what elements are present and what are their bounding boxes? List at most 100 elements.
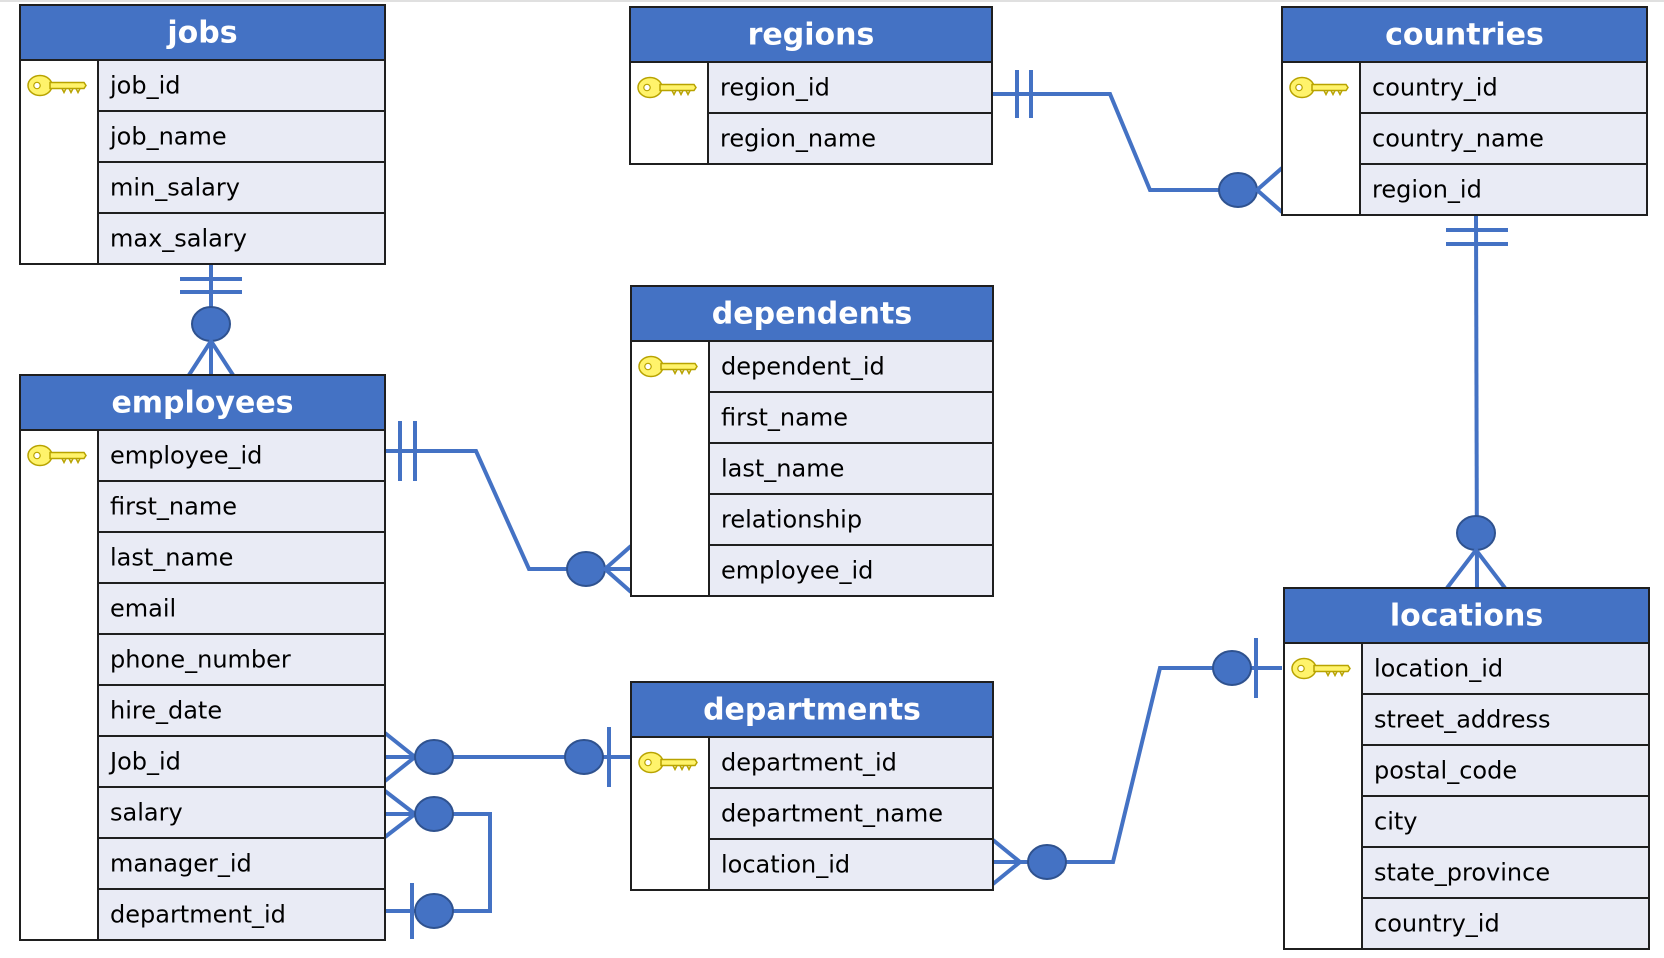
field-row[interactable]: dependent_id: [638, 340, 994, 393]
field-cell: [1361, 642, 1650, 695]
field-name: department_name: [721, 800, 943, 828]
field-row[interactable]: hire_date: [97, 684, 386, 737]
zero-marker: [1212, 650, 1252, 686]
relationship-locations-departments[interactable]: [991, 638, 1282, 886]
table-title: regions: [748, 18, 875, 53]
table-title: dependents: [712, 297, 912, 332]
field-row[interactable]: email: [97, 582, 386, 635]
field-row[interactable]: region_id: [637, 61, 993, 114]
field-row[interactable]: last_name: [97, 531, 386, 584]
zero-marker: [564, 739, 604, 775]
table-regions[interactable]: regions region_id region_name: [629, 6, 993, 165]
relationship-employees-manager[interactable]: [383, 789, 492, 939]
field-name: street_address: [1374, 706, 1550, 734]
field-cell: [708, 391, 994, 444]
field-row[interactable]: department_id: [638, 736, 994, 789]
table-employees[interactable]: employeesemployee_idfirst_namelast_namee…: [19, 374, 386, 941]
field-row[interactable]: first_name: [708, 391, 994, 444]
field-name: department_id: [110, 901, 286, 929]
key-column: [630, 340, 710, 597]
field-row[interactable]: relationship: [708, 493, 994, 546]
field-row[interactable]: postal_code: [1361, 744, 1650, 797]
field-row[interactable]: min_salary: [97, 161, 386, 214]
relationship-jobs-employees[interactable]: [180, 264, 242, 377]
zero-marker: [566, 551, 606, 587]
field-row[interactable]: manager_id: [97, 837, 386, 890]
field-row[interactable]: state_province: [1361, 846, 1650, 899]
field-cell: [708, 493, 994, 546]
field-cell: [1361, 795, 1650, 848]
field-name: state_province: [1374, 859, 1550, 887]
field-row[interactable]: department_id: [97, 888, 386, 941]
field-name: country_name: [1372, 125, 1544, 153]
field-name: job_name: [109, 123, 227, 151]
relationship-employees-dependents[interactable]: [385, 421, 633, 594]
relationship-departments-employees[interactable]: [383, 727, 630, 787]
key-column: [1283, 642, 1363, 950]
zero-marker: [414, 893, 454, 929]
field-name: region_id: [1372, 176, 1482, 204]
field-row[interactable]: country_id: [1289, 61, 1648, 114]
field-cell: [708, 340, 994, 393]
field-name: hire_date: [110, 697, 222, 725]
field-cell: [97, 212, 386, 265]
field-cell: [97, 684, 386, 737]
field-name: region_name: [720, 125, 876, 153]
field-row[interactable]: job_name: [97, 110, 386, 163]
field-row[interactable]: department_name: [708, 787, 994, 840]
field-name: country_id: [1374, 910, 1500, 938]
field-row[interactable]: region_name: [707, 112, 993, 165]
table-title: employees: [111, 386, 293, 421]
field-name: job_id: [109, 72, 181, 100]
table-jobs[interactable]: jobs job_id job_name min_salary max_salary: [19, 4, 386, 265]
field-row[interactable]: region_id: [1359, 163, 1648, 216]
field-name: last_name: [721, 455, 844, 483]
field-name: postal_code: [1374, 757, 1517, 785]
field-name: salary: [110, 799, 183, 827]
field-name: dependent_id: [721, 353, 885, 381]
table-title: locations: [1390, 599, 1543, 634]
field-cell: [97, 110, 386, 163]
field-name: last_name: [110, 544, 233, 572]
field-row[interactable]: country_id: [1361, 897, 1650, 950]
field-cell: [97, 633, 386, 686]
field-row[interactable]: employee_id: [708, 544, 994, 597]
zero-marker: [1027, 844, 1067, 880]
field-row[interactable]: city: [1361, 795, 1650, 848]
field-row[interactable]: country_name: [1359, 112, 1648, 165]
field-cell: [1359, 112, 1648, 165]
table-title: departments: [703, 693, 921, 728]
field-row[interactable]: first_name: [97, 480, 386, 533]
field-row[interactable]: location_id: [1291, 642, 1650, 695]
field-cell: [97, 531, 386, 584]
table-header: [1281, 6, 1648, 63]
field-row[interactable]: last_name: [708, 442, 994, 495]
field-name: phone_number: [110, 646, 291, 674]
field-row[interactable]: street_address: [1361, 693, 1650, 746]
field-cell: [1359, 61, 1648, 114]
relationship-countries-locations[interactable]: [1445, 215, 1508, 590]
field-name: location_id: [1374, 655, 1503, 683]
field-name: max_salary: [110, 225, 247, 253]
field-name: city: [1374, 808, 1417, 836]
field-row[interactable]: phone_number: [97, 633, 386, 686]
table-header: [19, 374, 386, 431]
field-cell: [97, 582, 386, 635]
relationship-regions-countries[interactable]: [992, 70, 1284, 214]
field-row[interactable]: location_id: [708, 838, 994, 891]
table-header: [629, 6, 993, 63]
field-cell: [1359, 163, 1648, 216]
field-row[interactable]: Job_id: [97, 735, 386, 788]
field-row[interactable]: max_salary: [97, 212, 386, 265]
table-header: [630, 681, 994, 738]
table-title: jobs: [166, 16, 237, 51]
table-dependents[interactable]: dependents dependent_id first_name last_nam…: [630, 285, 994, 597]
field-name: country_id: [1372, 74, 1498, 102]
field-row[interactable]: salary: [97, 786, 386, 839]
zero-marker: [414, 739, 454, 775]
table-locations[interactable]: locations location_id street_addresspostal…: [1283, 587, 1650, 950]
table-departments[interactable]: departments department_id department_namel…: [630, 681, 994, 891]
field-row[interactable]: job_id: [27, 59, 386, 112]
field-name: location_id: [721, 851, 850, 879]
